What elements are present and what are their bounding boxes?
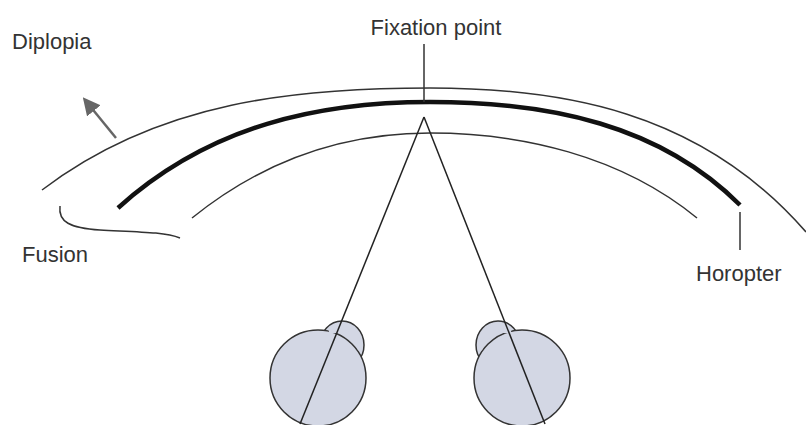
outer-fusion-limit [42, 88, 806, 232]
fusion-bracket [60, 206, 180, 238]
horopter-arc [118, 102, 740, 208]
leader-line [423, 44, 425, 102]
pointer-arrow [85, 100, 116, 138]
leader-line [739, 212, 741, 250]
visual-axis [300, 117, 424, 424]
diplopia-label: Diplopia [12, 30, 92, 54]
right-eye [474, 321, 570, 425]
horopter-label: Horopter [696, 262, 782, 286]
fusion-label: Fusion [22, 243, 88, 267]
inner-fusion-limit [192, 133, 697, 218]
left-eye [270, 321, 366, 425]
fixation-label: Fixation point [371, 16, 502, 40]
visual-axis [424, 117, 545, 424]
